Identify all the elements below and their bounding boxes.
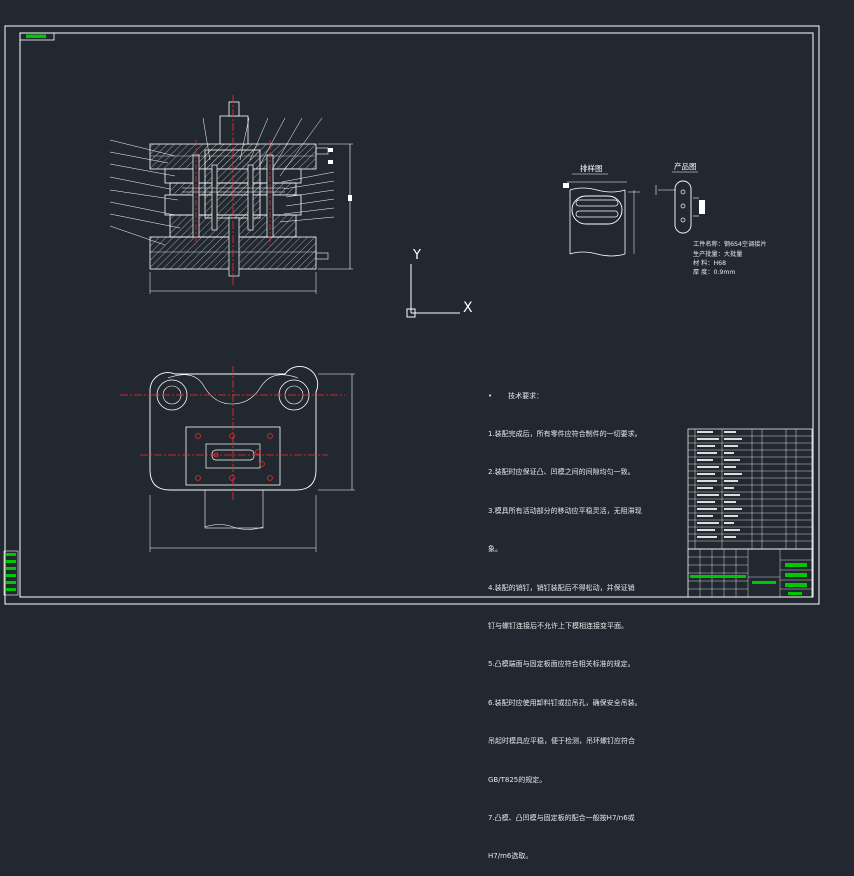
workpiece-name: 工件名称：钢6S4空调接片 [693, 240, 767, 248]
corner-tag-box [19, 32, 55, 41]
parts-list-table [687, 428, 813, 550]
ucs-x-label: X [463, 300, 473, 316]
workpiece-batch: 生产批量：大批量 [693, 250, 743, 258]
ucs-icon: Y X [406, 248, 473, 318]
workpiece-thickness: 厚 度：0.9mm [693, 268, 735, 276]
title-block [687, 548, 813, 598]
inner-frame [19, 32, 814, 598]
tech-line-1: 1.装配完成后，所有零件应符合制件的一切要求。 [488, 429, 642, 438]
product-view: 产品图 [655, 161, 705, 234]
tech-title-text: 技术要求： [508, 391, 544, 400]
tech-bullet: • [488, 391, 493, 400]
tech-line-2: 2.装配时应保证凸、凹模之间的间隙均匀一致。 [488, 468, 635, 477]
tech-line-10: GB/T825的规定。 [488, 775, 547, 784]
outer-frame [4, 25, 820, 605]
leader-lines-left [109, 139, 181, 246]
tech-line-5: 4.装配的销钉，销钉装配后不得松动，并保证销 [488, 583, 635, 592]
strip-layout-view: 排样图 [563, 163, 640, 257]
leader-lines-right [279, 171, 335, 223]
ucs-y-label: Y [412, 248, 421, 263]
die-section-view [149, 95, 353, 294]
tech-line-9: 吊起时模具应平稳，便于检测，吊环螺钉应符合 [488, 737, 635, 746]
die-plan-view [120, 365, 355, 552]
cad-drawing-sheet: Y X 排样图 产品图 工件名称：钢6S4空调接片 生产批量：大批量 材 [3, 25, 820, 860]
workpiece-info: 工件名称：钢6S4空调接片 生产批量：大批量 材 料：H68 厚 度：0.9mm [693, 240, 767, 276]
leader-lines-top [202, 117, 323, 177]
product-view-label: 产品图 [674, 161, 697, 171]
tech-line-4: 象。 [488, 545, 502, 554]
workpiece-material: 材 料：H68 [693, 259, 726, 267]
tech-line-3: 3.模具所有活动部分的移动应平稳灵活，无阻滞现 [488, 506, 642, 515]
tech-line-12: H7/m6选取。 [488, 852, 533, 861]
layout-view-label: 排样图 [580, 163, 603, 173]
left-side-strip [3, 550, 19, 596]
tech-line-8: 6.装配时应使用卸料钉或拉吊孔，确保安全吊装。 [488, 698, 642, 707]
tech-line-7: 5.凸模端面与固定板面应符合相关标准的规定。 [488, 660, 635, 669]
drawing-canvas: Y X 排样图 产品图 工件名称：钢6S4空调接片 生产批量：大批量 材 [3, 25, 820, 605]
tech-requirements-title: • 技术要求： [488, 390, 642, 403]
corner-tag-green [26, 34, 46, 38]
tech-line-11: 7.凸模、凸凹模与固定板的配合一般按H7/n6或 [488, 813, 635, 822]
tech-requirements: • 技术要求： 1.装配完成后，所有零件应符合制件的一切要求。 2.装配时应保证凸… [488, 364, 642, 876]
tech-line-6: 钉与螺钉连接后不允许上下模相连接变平面。 [488, 621, 628, 630]
